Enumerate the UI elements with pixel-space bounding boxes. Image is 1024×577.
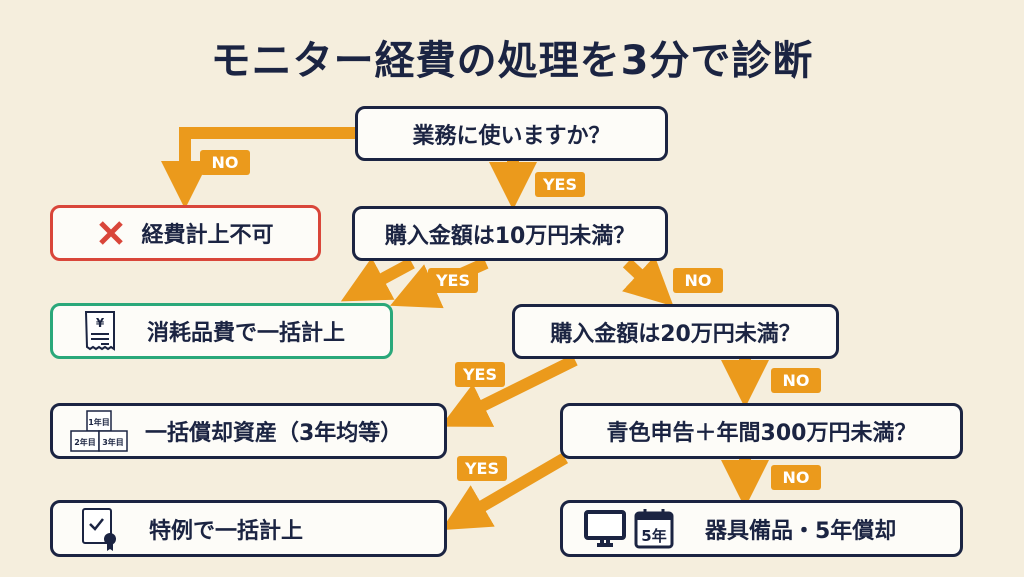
result-equipment-5yr: 5年 器具備品・5年償却 <box>560 500 963 557</box>
svg-text:5年: 5年 <box>641 527 666 545</box>
result-text: 器具備品・5年償却 <box>705 518 897 544</box>
result-text: 経費計上不可 <box>141 223 274 248</box>
arrow-q4-yes <box>441 452 569 531</box>
receipt-icon: ¥ <box>83 309 117 353</box>
question-under-200k: 購入金額は20万円未満？ <box>512 304 839 359</box>
page-title: モニター経費の処理を3分で診断 <box>210 38 814 84</box>
no-label: NO <box>673 268 723 293</box>
certificate-icon <box>81 506 119 552</box>
yes-label: YES <box>455 362 505 387</box>
arrow-q1-no <box>161 127 356 209</box>
question-text: 購入金額は10万円未満？ <box>384 223 636 249</box>
no-label: NO <box>200 150 250 175</box>
question-under-100k: 購入金額は10万円未満？ <box>352 206 668 261</box>
cross-icon <box>97 219 125 247</box>
result-text: 一括償却資産（3年均等） <box>145 421 403 446</box>
result-consumable: ¥ 消耗品費で一括計上 <box>50 303 393 359</box>
result-text: 特例で一括計上 <box>149 518 304 544</box>
svg-text:¥: ¥ <box>96 316 105 330</box>
no-label: NO <box>771 368 821 393</box>
arrow-q2-yes-a <box>340 257 415 302</box>
question-blue-return: 青色申告＋年間300万円未満？ <box>560 403 963 459</box>
svg-text:2年目: 2年目 <box>74 437 96 447</box>
result-not-allowed: 経費計上不可 <box>50 205 321 261</box>
arrow-q2-no <box>622 256 674 307</box>
question-text: 青色申告＋年間300万円未満？ <box>606 421 917 446</box>
no-label: NO <box>771 465 821 490</box>
monitor-icon <box>583 509 627 549</box>
question-text: 業務に使いますか？ <box>412 123 611 149</box>
result-text: 消耗品費で一括計上 <box>147 321 346 346</box>
yes-label: YES <box>428 268 478 293</box>
result-special-lump-sum: 特例で一括計上 <box>50 500 447 557</box>
svg-text:1年目: 1年目 <box>88 417 110 427</box>
calendar-icon: 5年 <box>633 507 675 551</box>
question-text: 購入金額は20万円未満？ <box>550 321 801 347</box>
question-business-use: 業務に使いますか？ <box>355 106 668 161</box>
arrow-q3-yes <box>440 354 578 427</box>
result-lump-sum-depreciation: 1年目 2年目 3年目 一括償却資産（3年均等） <box>50 403 447 459</box>
yes-label: YES <box>535 172 585 197</box>
yes-label: YES <box>457 456 507 481</box>
svg-text:3年目: 3年目 <box>102 437 124 447</box>
boxes-icon: 1年目 2年目 3年目 <box>67 407 131 455</box>
